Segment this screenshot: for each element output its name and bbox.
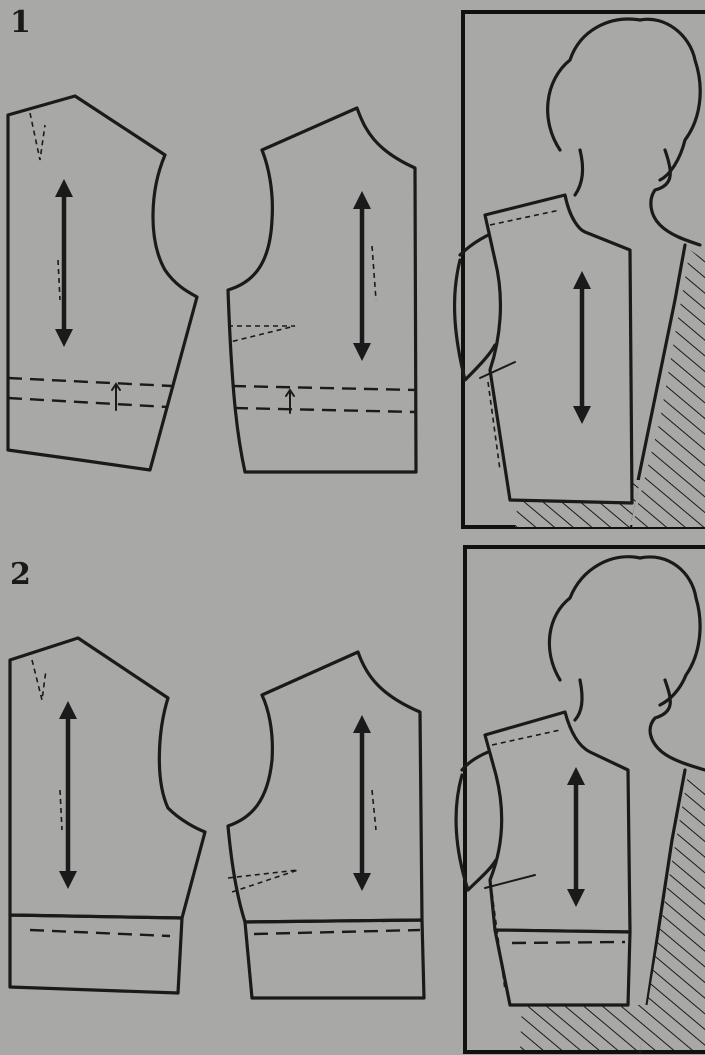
step-1-group bbox=[8, 12, 705, 527]
step-2-group bbox=[10, 547, 705, 1052]
fitting-frame-2 bbox=[456, 547, 705, 1052]
fitting-frame-1 bbox=[455, 12, 705, 527]
front-bodice-piece-2 bbox=[228, 652, 424, 998]
back-bodice-piece-1 bbox=[8, 96, 197, 470]
front-bodice-piece-1 bbox=[228, 108, 416, 472]
back-bodice-piece-2 bbox=[10, 638, 205, 993]
